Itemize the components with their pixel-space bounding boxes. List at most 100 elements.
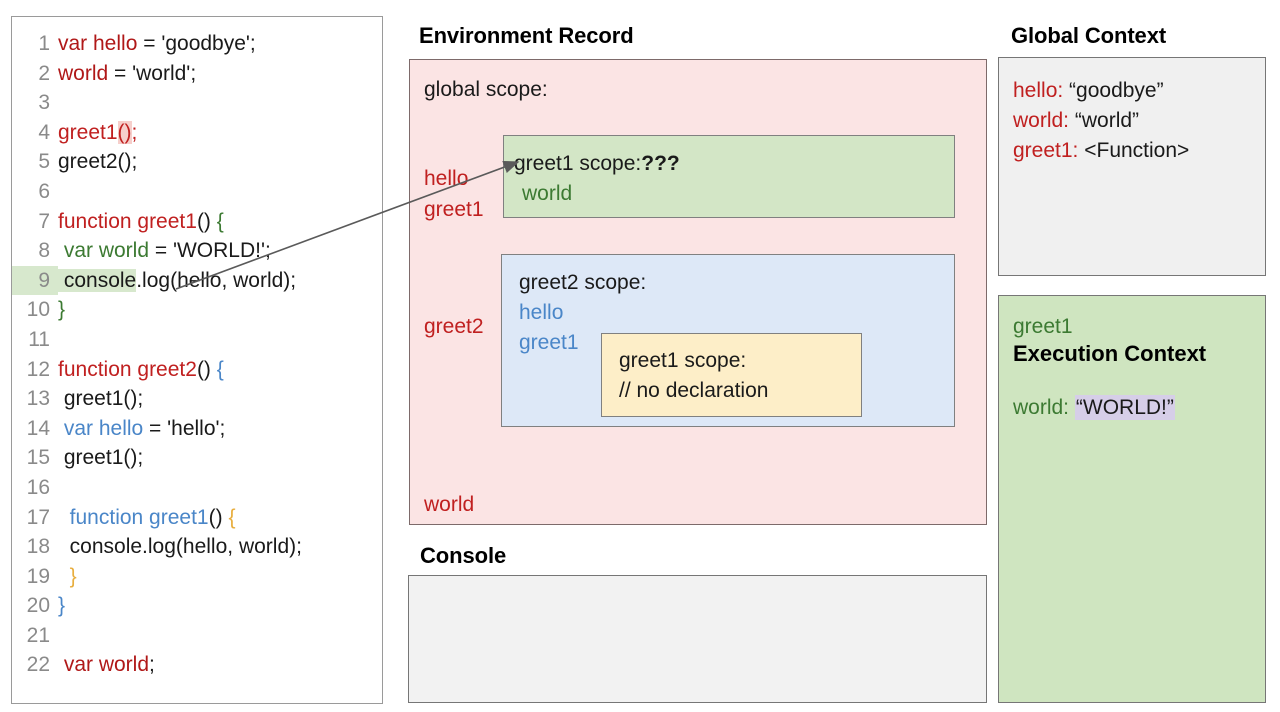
code-line-number: 11 [28, 327, 50, 351]
code-token: = 'WORLD!'; [149, 239, 271, 263]
code-line[interactable]: 13 greet1(); [12, 384, 382, 414]
code-line[interactable]: 10} [12, 295, 382, 325]
greet1-scope-heading-text: greet1 scope: [514, 152, 642, 175]
code-line[interactable]: 14 var hello = 'hello'; [12, 414, 382, 444]
code-token: () [196, 357, 217, 381]
code-line-text: greet1(); [58, 118, 137, 148]
code-line[interactable]: 15 greet1(); [12, 443, 382, 473]
global-context-entry-key: greet1: [1013, 139, 1079, 162]
execution-context-function-name: greet1 [1013, 315, 1073, 338]
code-token: } [58, 594, 66, 618]
env-global-binding: world [424, 493, 475, 516]
code-token: greet2(); [58, 150, 138, 174]
code-line-number: 17 [26, 505, 50, 529]
code-line-number: 2 [38, 61, 50, 85]
code-token: } [58, 564, 77, 588]
code-line-text: var hello = 'goodbye'; [58, 29, 256, 59]
code-editor-panel[interactable]: 1 var hello = 'goodbye'; 2 world = 'world';… [11, 16, 383, 704]
code-line-number: 21 [26, 623, 50, 647]
code-token: function greet1 [58, 505, 209, 529]
global-context-entry: hello: “goodbye” [1013, 76, 1265, 106]
code-token: var hello [58, 416, 144, 440]
code-line-text: function greet1() { [58, 207, 224, 237]
code-token: console.log(hello, world); [58, 535, 302, 559]
code-line[interactable]: 19 } [12, 562, 382, 592]
code-line[interactable]: 3 [12, 88, 382, 118]
code-line[interactable]: 18 console.log(hello, world); [12, 532, 382, 562]
code-token: function greet1 [58, 209, 197, 233]
code-token: = 'world'; [108, 61, 197, 85]
code-line[interactable]: 22 var world; [12, 650, 382, 680]
code-token: var world [58, 653, 150, 677]
execution-context-variable-value: “WORLD!” [1074, 395, 1175, 420]
code-token: { [216, 357, 224, 381]
code-line-text: function greet1() { [58, 503, 236, 533]
code-line-text: var world = 'WORLD!'; [58, 236, 271, 266]
code-line-list: 1 var hello = 'goodbye'; 2 world = 'world';… [12, 17, 382, 680]
code-token: var hello [58, 32, 138, 55]
code-token: { [216, 209, 224, 233]
greet2-scope-binding-greet1: greet1 [519, 331, 579, 354]
code-line[interactable]: 21 [12, 621, 382, 651]
code-token: = 'goodbye'; [137, 32, 256, 55]
greet1-scope-box: greet1 scope:??? world [503, 135, 955, 218]
code-line-text: var hello = 'hello'; [58, 414, 226, 444]
environment-record-title: Environment Record [419, 23, 634, 48]
code-line-number: 9 [12, 265, 58, 296]
code-token: } [58, 298, 66, 322]
global-context-title: Global Context [1011, 23, 1167, 48]
code-line[interactable]: 1 var hello = 'goodbye'; [12, 29, 382, 59]
env-global-binding: greet1 [424, 198, 484, 221]
code-line[interactable]: 20} [12, 591, 382, 621]
code-line-text: console.log(hello, world); [58, 266, 296, 296]
nested-greet1-scope-note: // no declaration [619, 379, 769, 402]
global-context-entry-key: hello: [1013, 79, 1064, 102]
code-token: greet1(); [58, 387, 144, 411]
code-line[interactable]: 8 var world = 'WORLD!'; [12, 236, 382, 266]
global-context-entry: world: “world” [1013, 106, 1265, 136]
console-title: Console [420, 543, 507, 568]
code-line[interactable]: 17 function greet1() { [12, 503, 382, 533]
code-line-number: 3 [38, 91, 50, 115]
code-line-number: 1 [38, 32, 50, 55]
code-line[interactable]: 5 greet2(); [12, 147, 382, 177]
code-line[interactable]: 9 console.log(hello, world); [12, 265, 382, 296]
code-token: var world [58, 239, 150, 263]
global-context-entry-value: “world” [1069, 109, 1140, 132]
code-token: .log(hello, world); [136, 268, 297, 292]
code-line[interactable]: 6 [12, 177, 382, 207]
code-token: ; [131, 120, 138, 144]
console-output-box[interactable] [408, 575, 987, 703]
nested-greet1-scope-box: greet1 scope: // no declaration [601, 333, 862, 417]
code-line-number: 10 [26, 298, 50, 322]
code-line-number: 15 [26, 446, 50, 470]
code-token: world [58, 61, 109, 85]
execution-context-title: Execution Context [1013, 341, 1207, 366]
code-line-number: 5 [38, 150, 50, 174]
code-line[interactable]: 11 [12, 325, 382, 355]
env-global-binding: hello [424, 167, 469, 190]
global-scope-label: global scope: [424, 78, 548, 101]
global-context-entry-value: <Function> [1078, 139, 1190, 162]
code-token: { [228, 505, 236, 529]
code-line-number: 19 [26, 564, 50, 588]
code-line[interactable]: 16 [12, 473, 382, 503]
global-context-box: hello: “goodbye”world: “world”greet1: <F… [998, 57, 1266, 276]
code-line-text: } [58, 562, 77, 592]
code-token: ; [149, 653, 155, 677]
code-line-text: } [58, 295, 65, 325]
code-line-number: 22 [26, 653, 50, 677]
execution-context-variable-row: world: “WORLD!” [1013, 394, 1265, 422]
console-output-text [409, 576, 986, 596]
code-token: () [208, 505, 229, 529]
code-line-text: var world; [58, 650, 155, 680]
execution-context-box: greet1 Execution Context world: “WORLD!” [998, 295, 1266, 703]
code-line-number: 16 [26, 475, 50, 499]
global-context-entry-list: hello: “goodbye”world: “world”greet1: <F… [1013, 76, 1265, 166]
global-context-entry-value: “goodbye” [1063, 79, 1164, 102]
code-line-text: function greet2() { [58, 355, 224, 385]
code-line[interactable]: 2 world = 'world'; [12, 59, 382, 89]
